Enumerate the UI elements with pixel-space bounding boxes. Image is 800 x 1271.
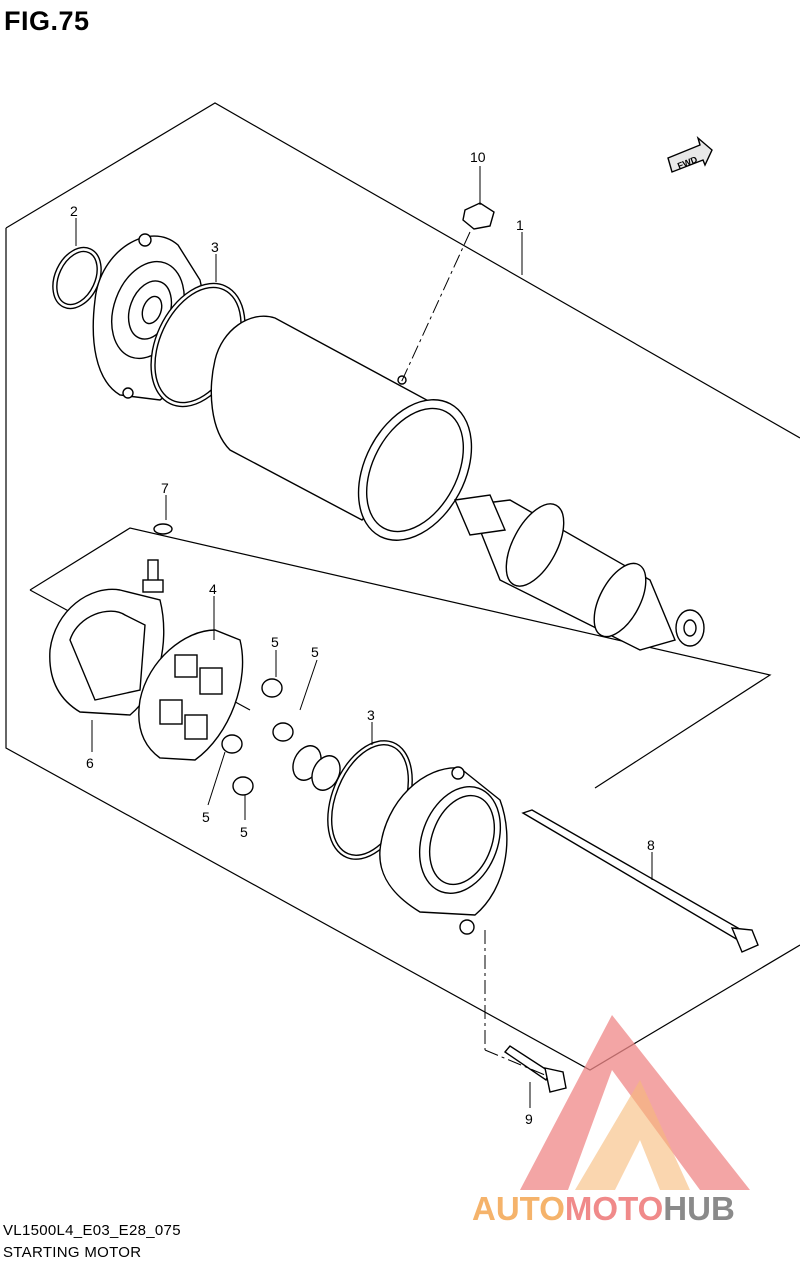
callout-8: 8 [647,837,655,853]
part-4-brush-plate [138,629,244,761]
part-10-nut [462,202,495,230]
watermark-text: AUTOMOTOHUB [472,1190,735,1227]
inner-group-outline [29,527,772,789]
yoke-housing [210,315,473,541]
part-8-through-bolt [521,809,759,953]
callout-5-a: 5 [271,634,279,650]
callout-4: 4 [209,581,217,597]
callout-5-d: 5 [240,824,248,840]
assembly-outline [5,102,800,439]
part-5-springs [221,678,294,796]
watermark-part-hub: HUB [663,1190,735,1227]
part-9-bolt [503,1045,567,1093]
callout-10: 10 [470,149,486,165]
watermark-part-auto: AUTO [472,1190,565,1227]
part-7-washer [153,523,173,535]
callout-6: 6 [86,755,94,771]
callout-7: 7 [161,480,169,496]
callout-5-c: 5 [202,809,210,825]
part-6-brush-housing [49,559,165,716]
armature [453,494,705,651]
figure-code: VL1500L4_E03_E28_075 [3,1222,181,1239]
forward-arrow-icon [667,135,713,173]
rear-end-cover [379,766,508,935]
callout-1: 1 [516,217,524,233]
alignment-line-nut [399,231,471,386]
figure-title: FIG.75 [4,6,90,36]
callout-5-b: 5 [311,644,319,660]
callout-2: 2 [70,203,78,219]
callout-3-top: 3 [211,239,219,255]
figure-name: STARTING MOTOR [3,1244,142,1261]
callout-3-bottom: 3 [367,707,375,723]
watermark-part-moto: MOTO [565,1190,663,1227]
callout-9: 9 [525,1111,533,1127]
watermark-logo [520,1015,750,1190]
assembly-outline-lower [5,228,800,1071]
